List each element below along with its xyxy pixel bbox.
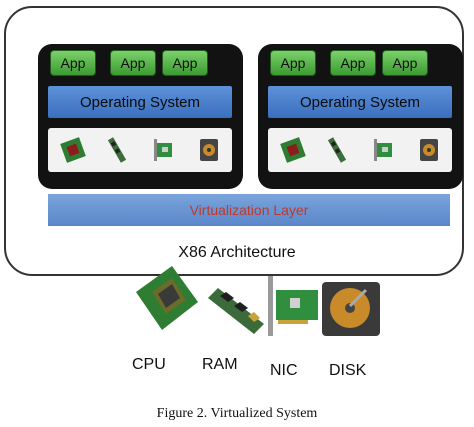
- ram-icon: [107, 137, 127, 163]
- ram-label: RAM: [202, 356, 238, 373]
- cpu-image: [136, 266, 198, 330]
- nic-icon: [154, 139, 172, 161]
- disk-image: [322, 282, 380, 336]
- operating-system-box: Operating System: [268, 86, 452, 118]
- app-box: App: [162, 50, 208, 76]
- nic-label: NIC: [270, 362, 298, 379]
- cpu-icon: [280, 137, 306, 163]
- virtual-machine-right: App App App Operating System: [258, 44, 463, 189]
- nic-icon: [374, 139, 392, 161]
- cpu-icon: [60, 137, 86, 163]
- app-box: App: [382, 50, 428, 76]
- app-box: App: [110, 50, 156, 76]
- app-box: App: [270, 50, 316, 76]
- app-box: App: [50, 50, 96, 76]
- operating-system-box: Operating System: [48, 86, 232, 118]
- host-frame: App App App Operating System: [4, 6, 464, 276]
- figure-caption: Figure 2. Virtualized System: [156, 406, 318, 421]
- virtual-hardware-strip: [268, 128, 452, 172]
- disk-icon: [420, 139, 438, 161]
- ram-icon: [327, 137, 347, 163]
- architecture-label: X86 Architecture: [178, 244, 296, 261]
- ram-image: [208, 288, 264, 334]
- nic-image: [268, 276, 318, 336]
- disk-icon: [200, 139, 218, 161]
- app-box: App: [330, 50, 376, 76]
- virtualization-layer: Virtualization Layer: [48, 194, 450, 226]
- virtual-hardware-strip: [48, 128, 232, 172]
- disk-label: DISK: [329, 362, 367, 379]
- cpu-label: CPU: [132, 356, 166, 373]
- virtual-machine-left: App App App Operating System: [38, 44, 243, 189]
